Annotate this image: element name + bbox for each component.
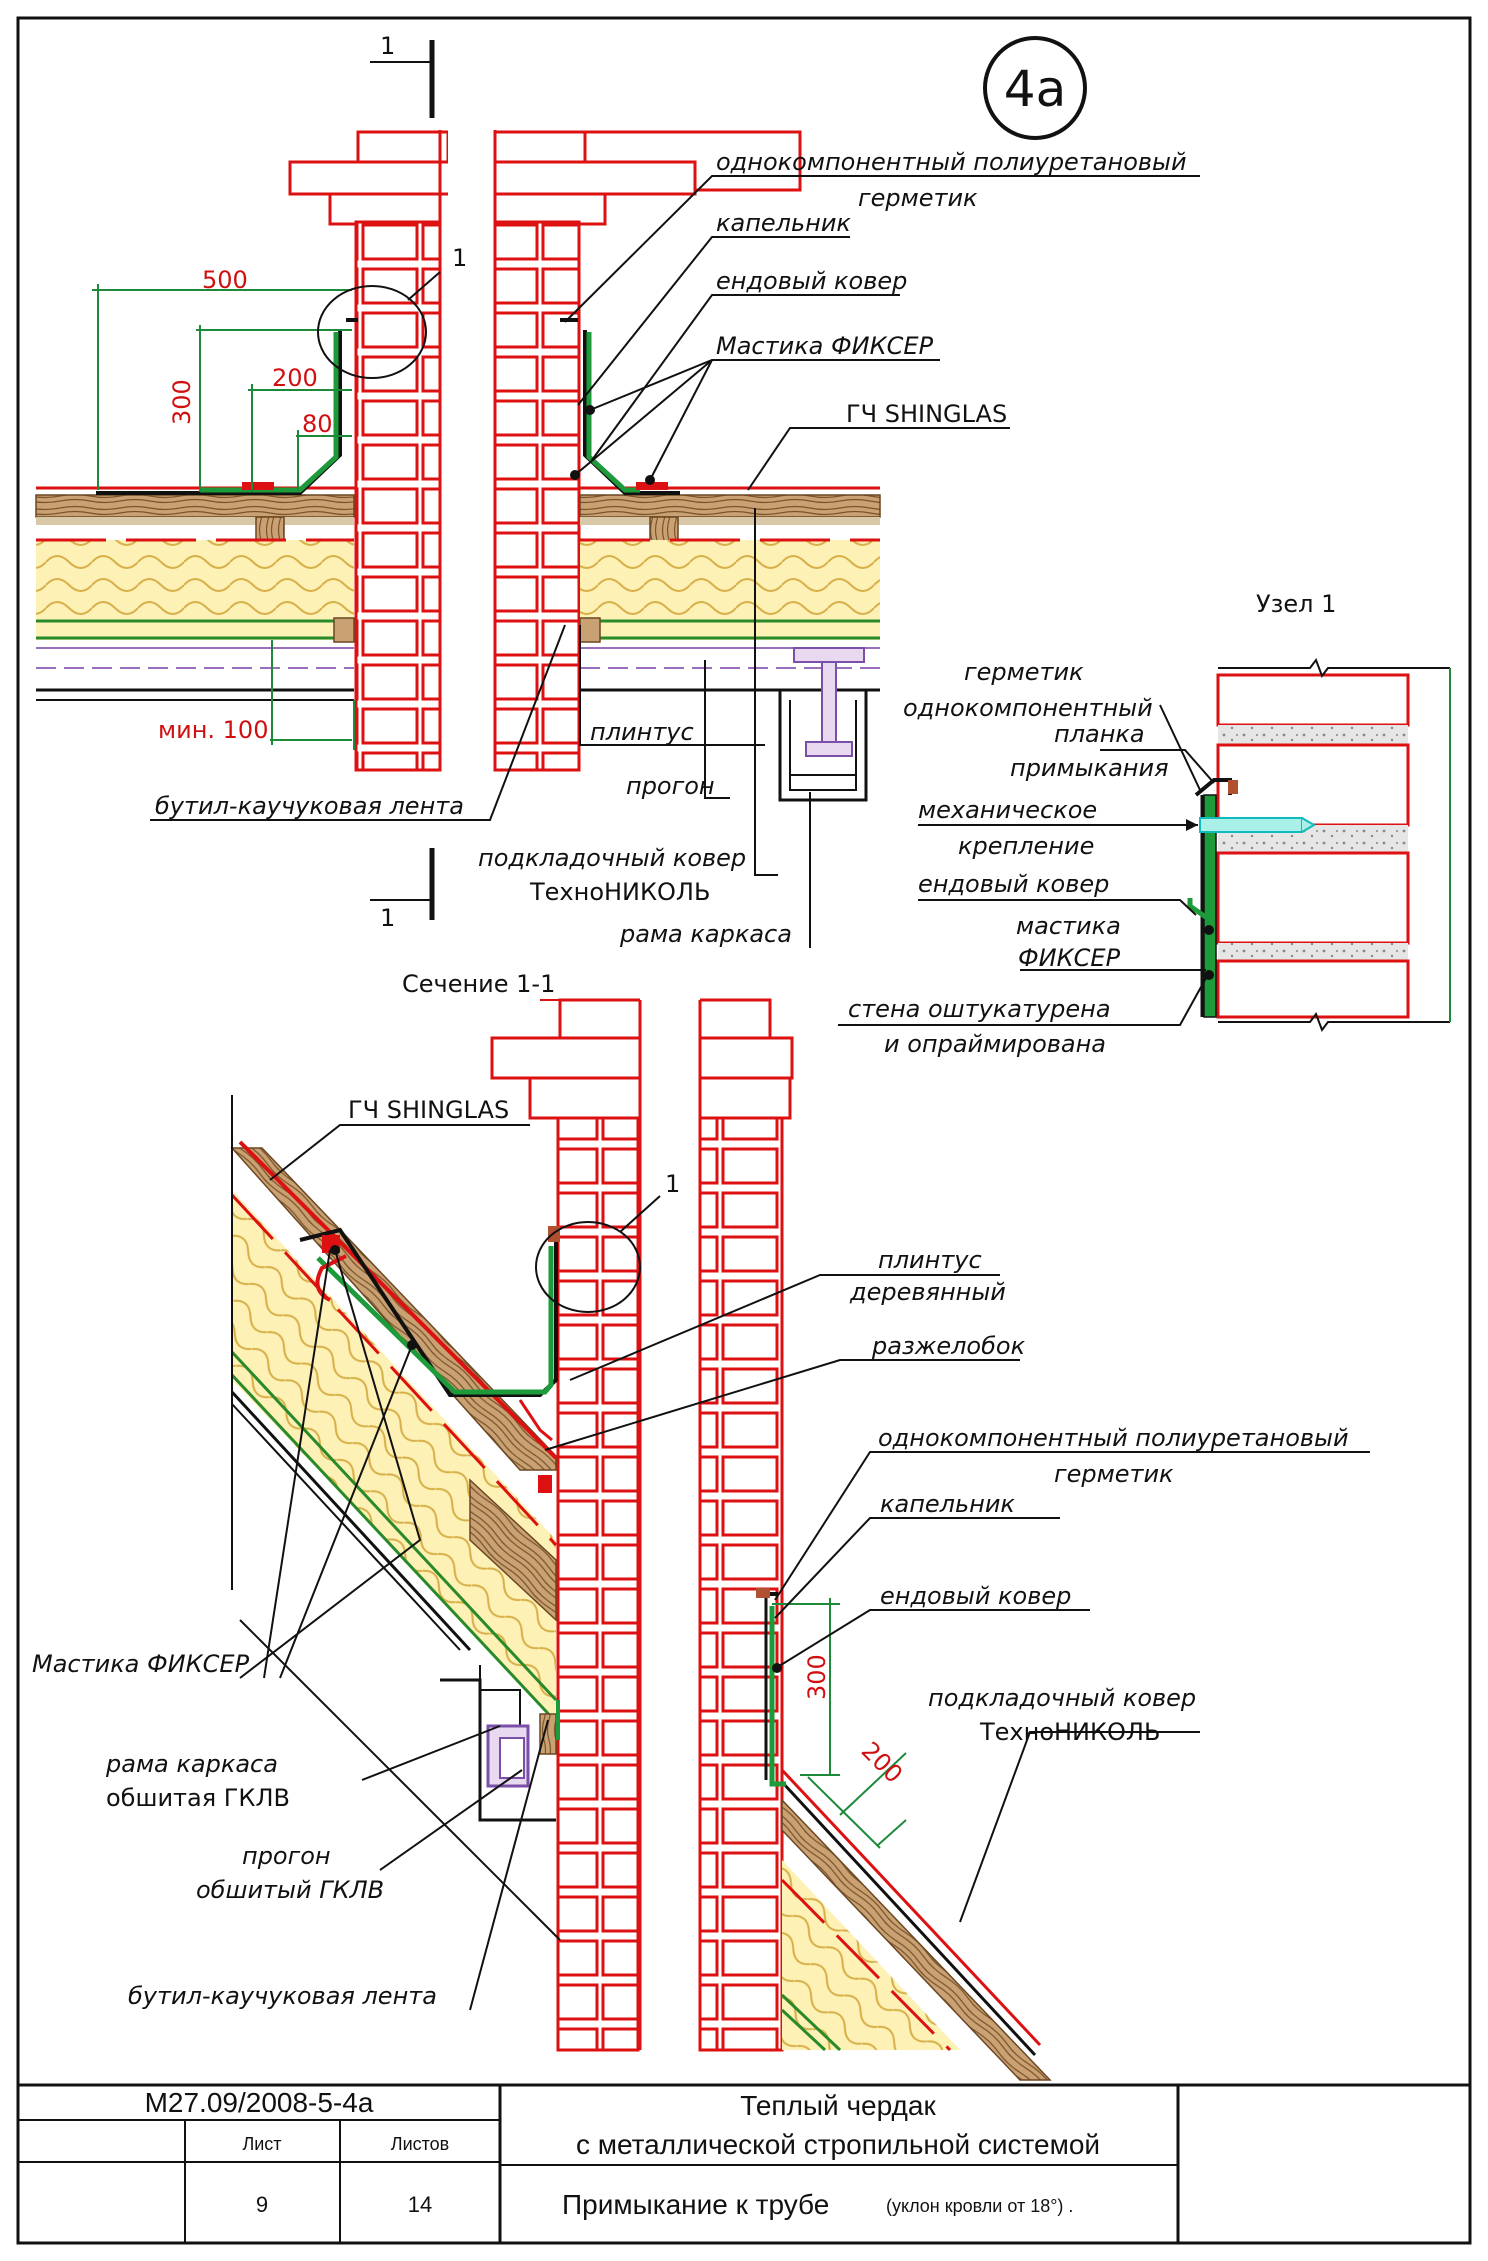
drawing-name: Примыкание к трубе	[562, 2189, 829, 2220]
node-label-valley: ендовый ковер	[918, 870, 1109, 898]
section-label-drip: капельник	[880, 1490, 1015, 1518]
section-marker-bottom: 1	[380, 904, 395, 932]
section-label-sealant-1: однокомпонентный полиуретановый	[878, 1424, 1349, 1452]
section-dimensions	[772, 1598, 907, 1849]
section-node-marker: 1	[665, 1170, 680, 1198]
plan-label-underlay-2: ТехноНИКОЛЬ	[529, 878, 710, 906]
node-label-strip-2: примыкания	[1010, 754, 1169, 782]
section-label-sealant-2: герметик	[1054, 1460, 1174, 1488]
node-ellipse	[317, 285, 427, 379]
node-detail: Узел 1 герметик однокомпонентный	[838, 590, 1451, 1058]
section-node-ellipse	[535, 1221, 641, 1313]
section-chimney-right	[698, 1116, 784, 2052]
slope-right	[756, 1588, 1052, 2081]
node-label-mastic-2: ФИКСЕР	[1018, 944, 1121, 972]
node-label-fastening-1: механическое	[918, 796, 1097, 824]
section-label-frame-1: рама каркаса	[105, 1750, 278, 1778]
dim-300: 300	[168, 379, 196, 425]
section-chimney-left	[556, 1116, 640, 2052]
node-label-wall-2: и опраймирована	[884, 1030, 1106, 1058]
section-marker-top: 1	[380, 32, 395, 60]
title-block: М27.09/2008-5-4а Лист Листов 9 14 Теплый…	[16, 2083, 1472, 2245]
node-leaders	[838, 704, 1215, 1026]
sheet-number: 9	[256, 2192, 268, 2217]
node-label-sealant-1: герметик	[964, 658, 1084, 686]
section-label-frame-2: обшитая ГКЛВ	[106, 1784, 290, 1812]
section-label-plinth-2: деревянный	[849, 1278, 1006, 1306]
title-line-1: Теплый чердак	[740, 2090, 936, 2121]
section-label-shingles: ГЧ SHINGLAS	[348, 1096, 509, 1124]
section-label-underlay-1: подкладочный ковер	[928, 1684, 1196, 1712]
sheet-badge-circle	[983, 36, 1087, 140]
plan-label-shingles: ГЧ SHINGLAS	[846, 400, 1007, 428]
plan-label-underlay-1: подкладочный ковер	[478, 844, 746, 872]
node-label-strip-1: планка	[1054, 720, 1145, 748]
slope-left	[230, 1095, 560, 1822]
node-label-mastic-1: мастика	[1016, 912, 1121, 940]
section-label-purlin-1: прогон	[242, 1842, 331, 1870]
frame-channel	[778, 690, 868, 802]
plan-leaders	[150, 175, 1200, 948]
section-label-mastic: Мастика ФИКСЕР	[32, 1650, 250, 1678]
section-label-cricket: разжелобок	[871, 1332, 1026, 1360]
sheet-badge: 4а	[1004, 60, 1066, 118]
purlin-beam	[793, 647, 865, 757]
node-title: Узел 1	[1256, 590, 1336, 618]
plan-label-valley: ендовый ковер	[716, 267, 907, 295]
plan-label-sealant-1: однокомпонентный полиуретановый	[716, 148, 1187, 176]
node-marker: 1	[452, 244, 467, 272]
roof-buildup-left	[35, 318, 358, 701]
section-detail: Сечение 1-1	[32, 970, 1370, 2081]
plan-label-drip: капельник	[716, 209, 851, 237]
dim-min100: мин. 100	[158, 716, 268, 744]
sheets-label: Листов	[391, 2134, 449, 2154]
plan-detail: 500 300 200 80 мин. 100 1 1 1 4а	[35, 32, 1200, 948]
plan-label-sealant-2: герметик	[858, 184, 978, 212]
chimney-wall-left	[354, 220, 442, 772]
dim-80: 80	[302, 410, 333, 438]
chimney-wall-right	[493, 220, 581, 772]
plan-label-frame: рама каркаса	[619, 920, 792, 948]
node-label-fastening-2: крепление	[958, 832, 1094, 860]
plan-label-butyl: бутил-каучуковая лента	[155, 792, 464, 820]
section-label-purlin-2: обшитый ГКЛВ	[196, 1876, 384, 1904]
roof-buildup-right	[560, 318, 881, 802]
title-line-2: с металлической стропильной системой	[576, 2129, 1100, 2160]
sheet-label: Лист	[242, 2134, 281, 2154]
section-dim-300: 300	[803, 1654, 831, 1700]
plan-dimensions	[92, 284, 355, 750]
drawing-note: (уклон кровли от 18°) .	[886, 2196, 1073, 2216]
drawing-code: М27.09/2008-5-4а	[145, 2087, 374, 2118]
node-label-sealant-2: однокомпонентный	[903, 694, 1153, 722]
sheets-total: 14	[408, 2192, 432, 2217]
dim-200: 200	[272, 364, 318, 392]
section-label-valley: ендовый ковер	[880, 1582, 1071, 1610]
section-label-plinth-1: плинтус	[878, 1246, 982, 1274]
dim-500: 500	[202, 266, 248, 294]
plan-label-mastic: Мастика ФИКСЕР	[716, 332, 934, 360]
plan-label-purlin: прогон	[626, 772, 715, 800]
fastener-screw	[1199, 817, 1303, 833]
section-label-underlay-2: ТехноНИКОЛЬ	[979, 1718, 1160, 1746]
section-title: Сечение 1-1	[402, 970, 555, 998]
plan-label-plinth: плинтус	[590, 718, 694, 746]
node-label-wall-1: стена оштукатурена	[848, 995, 1111, 1023]
section-label-butyl: бутил-каучуковая лента	[128, 1982, 437, 2010]
section-leaders	[239, 1124, 1370, 2011]
